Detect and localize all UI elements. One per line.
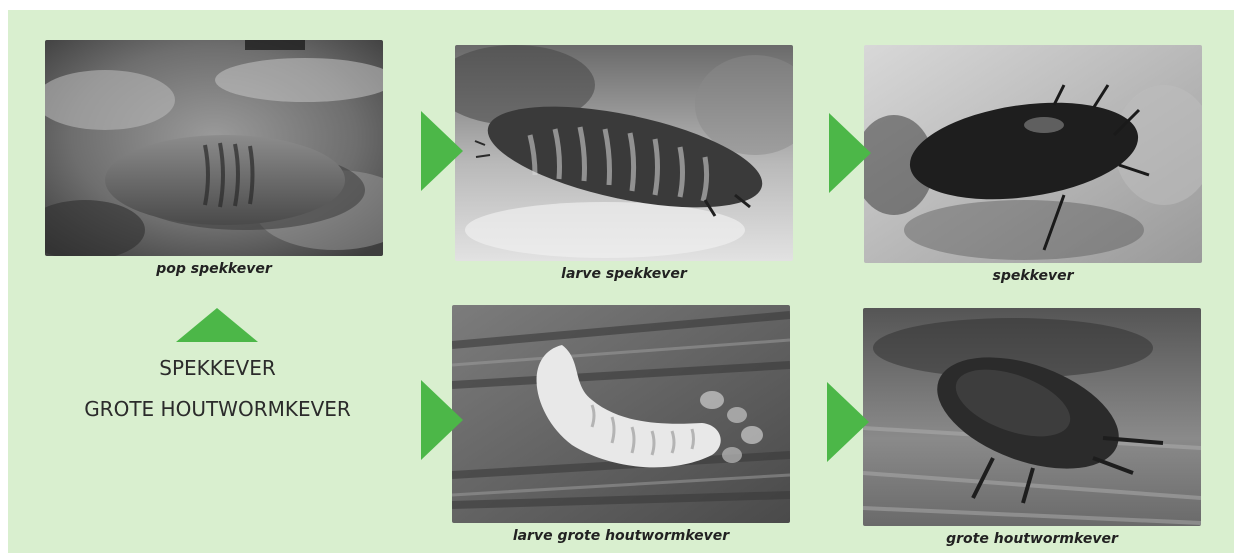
caption-grote-houtwormkever: grote houtwormkever — [863, 531, 1201, 547]
photo-larve-grote-houtwormkever — [452, 305, 790, 523]
caption-pop-spekkever: pop spekkever — [45, 261, 383, 277]
caption-larve-spekkever: larve spekkever — [455, 266, 793, 282]
caption-larve-grote-houtwormkever: larve grote houtwormkever — [452, 528, 790, 544]
triangle-right-icon — [421, 380, 463, 460]
title-spekkever: SPEKKEVER — [40, 356, 395, 380]
title-grote-houtwormkever: GROTE HOUTWORMKEVER — [40, 397, 395, 421]
triangle-right-icon — [421, 111, 463, 191]
photo-spekkever — [864, 45, 1202, 263]
photo-pop-spekkever — [45, 40, 383, 256]
caption-spekkever: spekkever — [864, 268, 1202, 284]
photo-larve-spekkever — [455, 45, 793, 261]
triangle-right-icon — [827, 382, 869, 462]
triangle-up-icon — [176, 308, 258, 342]
photo-grote-houtwormkever — [863, 308, 1201, 526]
triangle-right-icon — [829, 113, 871, 193]
